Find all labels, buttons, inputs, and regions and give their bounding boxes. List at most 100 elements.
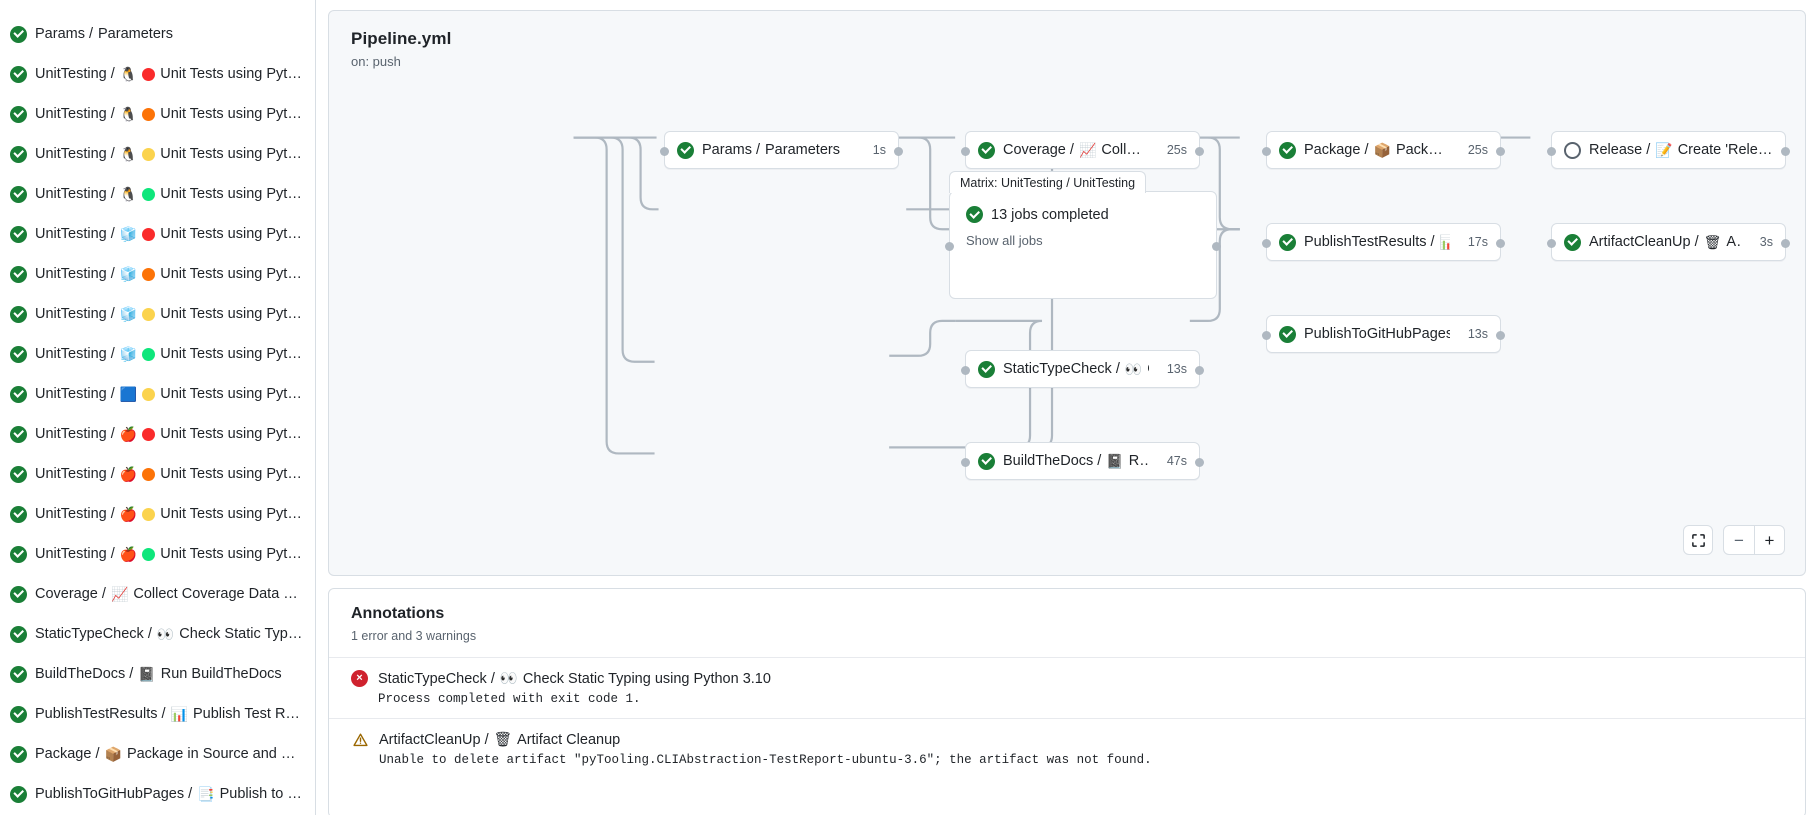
graph-node-label: PublishTestResults /📊Pu... <box>1304 234 1450 251</box>
graph-node-step-name: Package in So... <box>1395 142 1450 158</box>
node-input-port <box>961 365 970 375</box>
matrix-jobs-completed-label: 13 jobs completed <box>991 206 1109 223</box>
job-os-emoji-icon: 🍎 <box>119 466 138 482</box>
success-check-icon <box>10 585 27 603</box>
sidebar-job-item[interactable]: Params /Parameters <box>0 14 315 54</box>
node-input-port <box>945 241 954 251</box>
success-check-icon <box>978 360 995 378</box>
annotation-emoji-icon: 🗑 <box>493 732 513 748</box>
job-name-prefix: UnitTesting / <box>35 66 115 82</box>
sidebar-job-item[interactable]: UnitTesting /🐧Unit Tests using Pyth... <box>0 134 315 174</box>
sidebar-job-label: Coverage /📈Collect Coverage Data usi... <box>35 586 303 602</box>
graph-job-node[interactable]: PublishTestResults /📊Pu... 17s <box>1262 223 1505 261</box>
sidebar-job-item[interactable]: UnitTesting /🍎Unit Tests using Pyth... <box>0 414 315 454</box>
job-step-name: Unit Tests using Pyth... <box>160 306 303 322</box>
graph-node-label: Package /📦Package in So... <box>1304 142 1450 159</box>
graph-job-node[interactable]: Coverage /📈Collect Cove...25s <box>961 131 1204 169</box>
job-step-name: Unit Tests using Pyth... <box>160 146 303 162</box>
sidebar-job-item[interactable]: UnitTesting /🧊Unit Tests using Pyth... <box>0 214 315 254</box>
sidebar-job-item[interactable]: Package /📦Package in Source and Wh... <box>0 734 315 774</box>
sidebar-job-label: UnitTesting /🐧Unit Tests using Pyth... <box>35 106 303 122</box>
sidebar-job-item[interactable]: UnitTesting /🐧Unit Tests using Pyth... <box>0 54 315 94</box>
warning-icon <box>351 731 369 748</box>
python-version-dot-icon <box>142 67 156 81</box>
sidebar-job-item[interactable]: BuildTheDocs /📓Run BuildTheDocs <box>0 654 315 694</box>
graph-node-duration: 25s <box>1467 143 1488 157</box>
success-check-icon <box>10 225 27 243</box>
sidebar-job-item[interactable]: UnitTesting /🍎Unit Tests using Pyth... <box>0 494 315 534</box>
sidebar-job-item[interactable]: UnitTesting /🧊Unit Tests using Pyth... <box>0 334 315 374</box>
job-step-name: Unit Tests using Pyth... <box>160 266 303 282</box>
node-output-port <box>1496 146 1505 156</box>
sidebar-job-item[interactable]: StaticTypeCheck /👀Check Static Typing... <box>0 614 315 654</box>
sidebar-job-item[interactable]: UnitTesting /🐧Unit Tests using Pyth... <box>0 174 315 214</box>
graph-node-emoji-icon: 👀 <box>1124 360 1143 377</box>
job-name-prefix: UnitTesting / <box>35 306 115 322</box>
graph-node-prefix: PublishTestResults / <box>1304 234 1435 250</box>
graph-node-label: BuildTheDocs /📓Run Buil... <box>1003 453 1149 470</box>
job-status <box>10 545 27 563</box>
graph-job-node[interactable]: ArtifactCleanUp /🗑Artifac...3s <box>1547 223 1790 261</box>
graph-job-node[interactable]: Release /📝Create 'Release P... <box>1547 131 1790 169</box>
job-step-name: Unit Tests using Pyth... <box>160 66 303 82</box>
annotations-list: × StaticTypeCheck /👀Check Static Typing u… <box>329 657 1805 779</box>
success-check-icon <box>10 505 27 523</box>
graph-node-duration: 17s <box>1467 235 1488 249</box>
job-step-name: Unit Tests using Pyth... <box>160 226 303 242</box>
sidebar-job-item[interactable]: UnitTesting /🧊Unit Tests using Pyth... <box>0 254 315 294</box>
job-name-prefix: Coverage / <box>35 586 106 602</box>
zoom-in-button[interactable]: + <box>1754 526 1784 554</box>
sidebar-job-label: BuildTheDocs /📓Run BuildTheDocs <box>35 666 282 682</box>
graph-job-node[interactable]: PublishToGitHubPages /📑...13s <box>1262 315 1505 353</box>
job-os-emoji-icon: 🧊 <box>119 226 138 242</box>
graph-node-emoji-icon: 📝 <box>1655 141 1673 158</box>
sidebar-job-label: UnitTesting /🍎Unit Tests using Pyth... <box>35 466 303 482</box>
zoom-out-button[interactable]: − <box>1734 530 1744 550</box>
job-name-prefix: BuildTheDocs / <box>35 666 134 682</box>
sidebar-job-item[interactable]: PublishToGitHubPages /📑Publish to G... <box>0 774 315 814</box>
sidebar-job-item[interactable]: UnitTesting /🧊 Unit Tests using Pyth... <box>0 294 315 334</box>
annotation-heading[interactable]: ArtifactCleanUp /🗑Artifact Cleanup <box>379 731 1152 749</box>
trigger-event: on: push <box>351 54 401 69</box>
job-step-name: Unit Tests using Pyth... <box>160 186 303 202</box>
job-os-emoji-icon: 🧊 <box>119 306 138 322</box>
node-output-port <box>1195 146 1204 156</box>
sidebar-job-item[interactable]: UnitTesting /🍎Unit Tests using Pyth... <box>0 454 315 494</box>
graph-job-node[interactable]: StaticTypeCheck /👀Chec...13s <box>961 350 1204 388</box>
graph-job-node[interactable]: BuildTheDocs /📓Run Buil...47s <box>961 442 1204 480</box>
sidebar-job-item[interactable]: PublishTestResults /📊Publish Test Resu..… <box>0 694 315 734</box>
node-input-port <box>1262 146 1271 156</box>
sidebar-job-item[interactable]: UnitTesting /🟦Unit Tests using Pyth... <box>0 374 315 414</box>
job-status <box>10 265 27 283</box>
node-output-port <box>1195 457 1204 467</box>
sidebar-job-item[interactable]: UnitTesting /🐧Unit Tests using Pyth... <box>0 94 315 134</box>
sidebar-job-item[interactable]: UnitTesting /🍎Unit Tests using Pyth... <box>0 534 315 574</box>
sidebar-job-item[interactable]: Coverage /📈Collect Coverage Data usi... <box>0 574 315 614</box>
annotation-heading[interactable]: StaticTypeCheck /👀Check Static Typing us… <box>378 670 771 688</box>
job-step-name: Run BuildTheDocs <box>160 666 282 682</box>
graph-node-label: StaticTypeCheck /👀Chec... <box>1003 361 1149 378</box>
node-output-port <box>1496 330 1505 340</box>
sidebar-job-label: UnitTesting /🧊Unit Tests using Pyth... <box>35 346 303 362</box>
annotations-summary: 1 error and 3 warnings <box>351 629 477 643</box>
error-icon: × <box>351 670 368 687</box>
graph-node-emoji-icon: 📈 <box>1078 141 1097 158</box>
job-os-emoji-icon: 🍎 <box>119 506 138 522</box>
success-check-icon <box>677 141 694 159</box>
python-version-dot-icon <box>142 147 156 161</box>
graph-zoom-controls: − + <box>1683 525 1785 555</box>
python-version-dot-icon <box>142 107 156 121</box>
graph-job-node[interactable]: Package /📦Package in So... 25s <box>1262 131 1505 169</box>
job-name-prefix: Package / <box>35 746 100 762</box>
sidebar-job-label: UnitTesting /🍎Unit Tests using Pyth... <box>35 546 303 562</box>
show-all-jobs-link[interactable]: Show all jobs <box>966 233 1043 248</box>
fit-to-screen-button[interactable] <box>1683 525 1713 555</box>
graph-node-label: ArtifactCleanUp /🗑Artifac... <box>1589 234 1742 251</box>
job-step-name: Package in Source and Wh... <box>126 746 303 762</box>
